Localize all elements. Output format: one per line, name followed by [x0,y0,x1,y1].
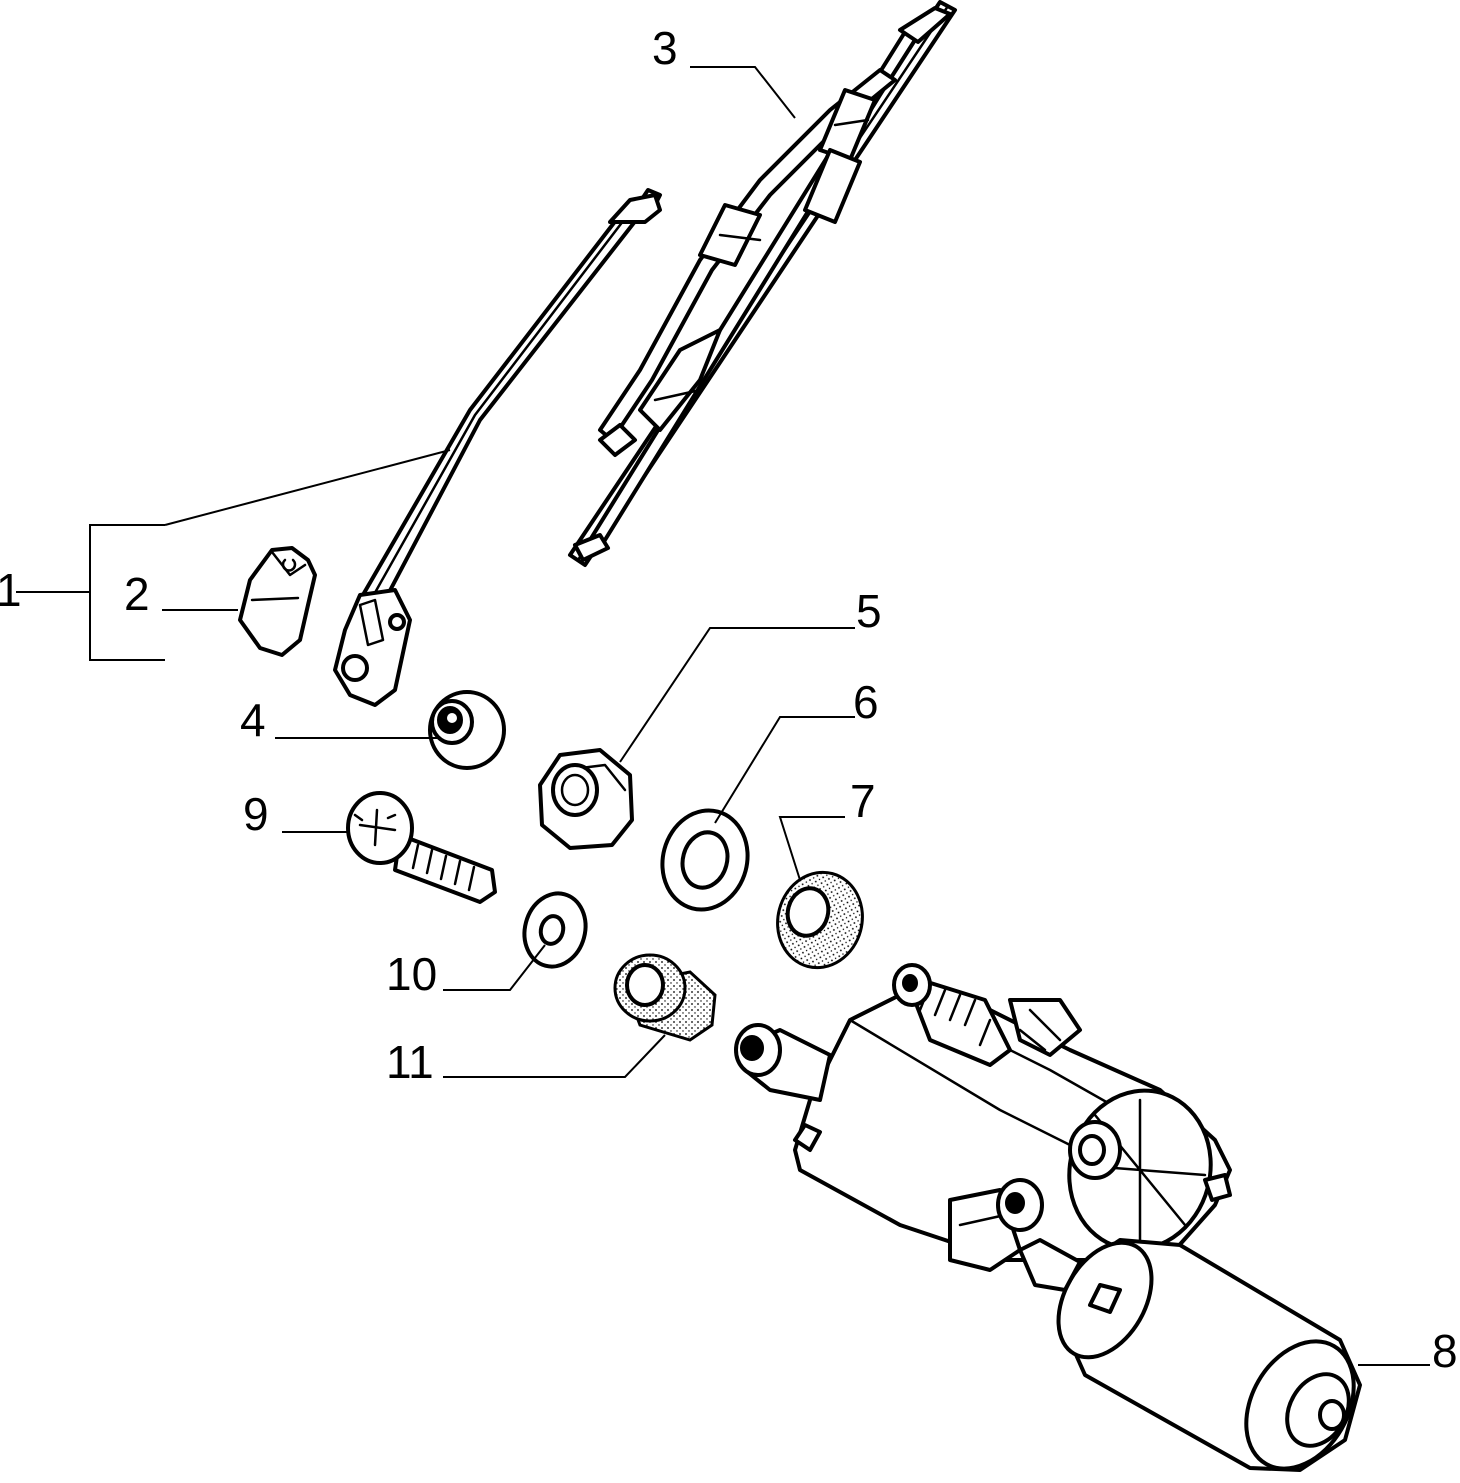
screw [346,791,497,904]
callout-6: 6 [853,676,879,728]
rubber-grommet [776,870,864,970]
callout-10: 10 [386,948,437,1000]
callouts: 1 2 3 4 5 6 7 8 9 10 11 [0,22,1458,1377]
wiper-motor [734,963,1362,1472]
callout-3: 3 [652,22,678,74]
flat-washer [660,808,750,912]
wiper-arm [333,188,662,707]
leader-5 [619,627,855,763]
callout-4: 4 [240,694,266,746]
leader-6 [714,716,855,824]
callout-7: 7 [850,775,876,827]
small-washer [522,891,588,969]
arm-cap [238,546,317,657]
callout-1: 1 [0,564,22,616]
leader-7 [778,816,845,881]
leader-10 [443,944,546,991]
callout-2: 2 [124,568,150,620]
spacer-bushing [613,953,717,1042]
leader-3 [690,66,796,119]
callout-5: 5 [856,585,882,637]
callout-9: 9 [243,788,269,840]
leader-1-bracket [89,524,165,661]
wiper-blade [568,0,957,567]
callout-8: 8 [1432,1325,1458,1377]
callout-11: 11 [386,1036,434,1088]
cap-nut [428,690,506,770]
leader-1-arm [164,449,451,526]
leader-lines [16,66,1430,1366]
hex-nut [538,748,634,850]
leader-11 [443,1034,666,1078]
